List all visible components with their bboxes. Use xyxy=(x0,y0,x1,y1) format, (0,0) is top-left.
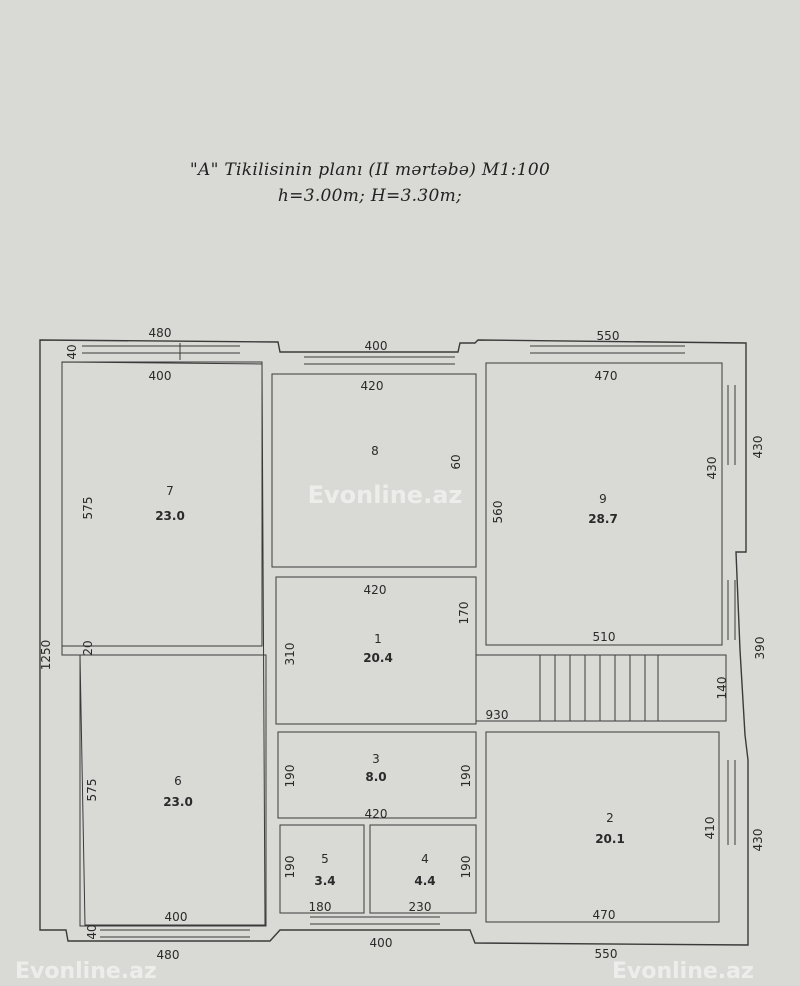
watermark-bottom-right: Evonline.az xyxy=(612,959,754,984)
room-1-number: 1 xyxy=(374,632,382,646)
dim-top-outer-left: 480 xyxy=(149,326,172,340)
room-8-outline xyxy=(271,373,477,568)
dim-hall-930: 930 xyxy=(486,708,509,722)
room-8-number: 8 xyxy=(371,444,379,458)
dim-room1-left: 310 xyxy=(283,643,297,666)
dim-room2-right-inner: 410 xyxy=(703,817,717,840)
dim-room1-right: 170 xyxy=(457,602,471,625)
room-9-outline xyxy=(485,362,723,646)
room-2-outline xyxy=(485,731,720,923)
room-1-outline xyxy=(275,576,477,725)
dim-room9-left: 560 xyxy=(491,501,505,524)
room-6-outline xyxy=(79,654,267,927)
dim-room5-left: 190 xyxy=(283,856,297,879)
dim-top-left-40: 40 xyxy=(65,344,79,359)
room-7-outline xyxy=(61,361,263,647)
dim-stair-140: 140 xyxy=(715,677,729,700)
room-2-area: 20.1 xyxy=(595,832,625,846)
room-9-area: 28.7 xyxy=(588,512,618,526)
dim-bottom-outer-right: 550 xyxy=(595,947,618,961)
stair-hall-outline xyxy=(475,654,727,722)
room-7-number: 7 xyxy=(166,484,174,498)
dim-bottom-left-40: 40 xyxy=(85,924,99,939)
room-9-number: 9 xyxy=(599,492,607,506)
watermark-center: Evonline.az xyxy=(308,481,463,509)
dim-room6-bottom: 400 xyxy=(165,910,188,924)
room-6-number: 6 xyxy=(174,774,182,788)
dim-top-outer-mid: 400 xyxy=(365,339,388,353)
dim-room1-top: 420 xyxy=(364,583,387,597)
dim-room2-right-outer: 430 xyxy=(751,829,765,852)
plan-subtitle: h=3.00m; H=3.30m; xyxy=(277,186,463,206)
dim-room7-top: 400 xyxy=(149,369,172,383)
room-5-area: 3.4 xyxy=(314,874,335,888)
room-4-outline xyxy=(369,824,477,914)
room-6-area: 23.0 xyxy=(163,795,193,809)
dim-room6-left: 575 xyxy=(85,779,99,802)
room-7-area: 23.0 xyxy=(155,509,185,523)
dim-room5-bottom: 180 xyxy=(309,900,332,914)
outer-wall xyxy=(39,339,749,946)
windows xyxy=(82,343,736,938)
dim-room4-right: 190 xyxy=(459,856,473,879)
dim-room2-bottom: 470 xyxy=(593,908,616,922)
room-5-outline xyxy=(279,824,365,914)
dim-mid-left-20: 20 xyxy=(81,640,95,655)
dim-room4-bottom: 230 xyxy=(409,900,432,914)
dim-bottom-outer-left: 480 xyxy=(157,948,180,962)
dim-right-390: 390 xyxy=(753,637,767,660)
room-3-number: 3 xyxy=(372,752,380,766)
stairs xyxy=(539,654,659,722)
dim-top-outer-right: 550 xyxy=(597,329,620,343)
dim-room8-top: 420 xyxy=(361,379,384,393)
room-1-area: 20.4 xyxy=(363,651,393,665)
dim-bottom-outer-mid: 400 xyxy=(370,936,393,950)
dim-room3-bottom: 420 xyxy=(365,807,388,821)
dim-room8-right: 60 xyxy=(449,454,463,469)
room-3-outline xyxy=(277,731,477,819)
room-4-area: 4.4 xyxy=(414,874,435,888)
plan-title: "A" Tikilisinin planı (II mərtəbə) M1:10… xyxy=(189,160,551,180)
dim-room9-bottom: 510 xyxy=(593,630,616,644)
room-3-area: 8.0 xyxy=(365,770,386,784)
dim-room3-right: 190 xyxy=(459,765,473,788)
room-5-number: 5 xyxy=(321,852,329,866)
dim-room9-top: 470 xyxy=(595,369,618,383)
room-4-number: 4 xyxy=(421,852,429,866)
dim-room7-left: 575 xyxy=(81,497,95,520)
dim-total-left: 1250 xyxy=(39,640,53,671)
dim-room3-left: 190 xyxy=(283,765,297,788)
room-2-number: 2 xyxy=(606,811,614,825)
dim-room9-right-inner: 430 xyxy=(705,457,719,480)
watermark-bottom-left: Evonline.az xyxy=(15,959,157,984)
dim-room9-right-outer: 430 xyxy=(751,436,765,459)
